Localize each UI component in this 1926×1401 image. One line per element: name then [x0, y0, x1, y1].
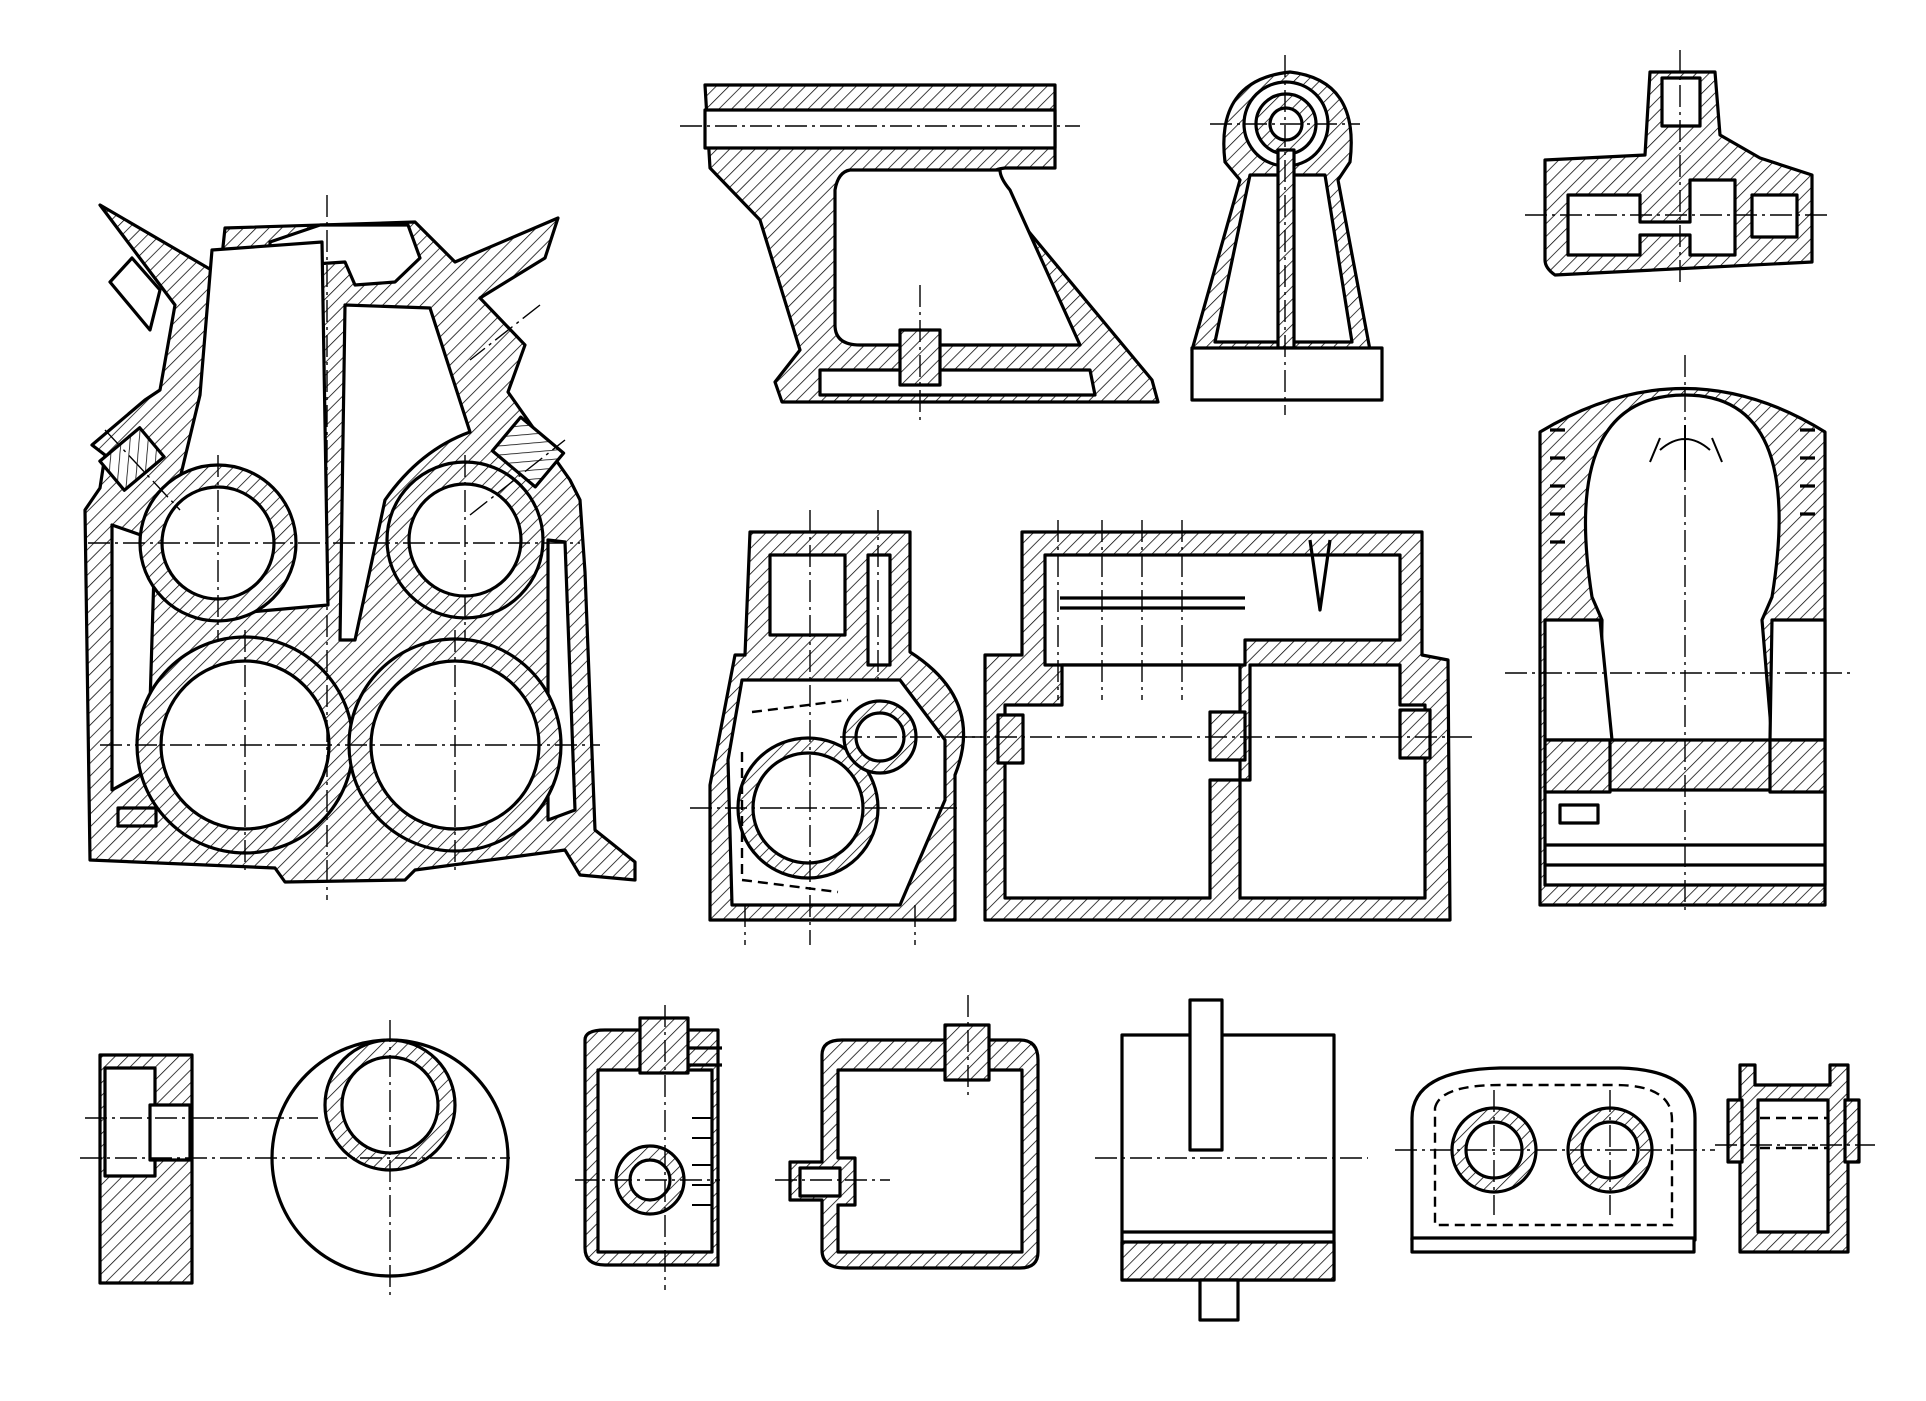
flanged-ring-views: [80, 1020, 510, 1300]
small-housing-section: [1525, 50, 1830, 285]
gear-housing-small: [690, 510, 990, 945]
shaft-housing: [1095, 998, 1368, 1322]
engine-block-section: [83, 195, 637, 900]
piston-section: [1505, 355, 1855, 915]
twin-bore-block: [1395, 1066, 1715, 1254]
box-housing-pair: [575, 995, 1040, 1290]
gearbox-casing: [960, 520, 1475, 922]
pedestal-bearing: [1190, 55, 1384, 415]
bracket-section: [680, 83, 1160, 420]
spool-bracket: [1715, 1063, 1875, 1254]
